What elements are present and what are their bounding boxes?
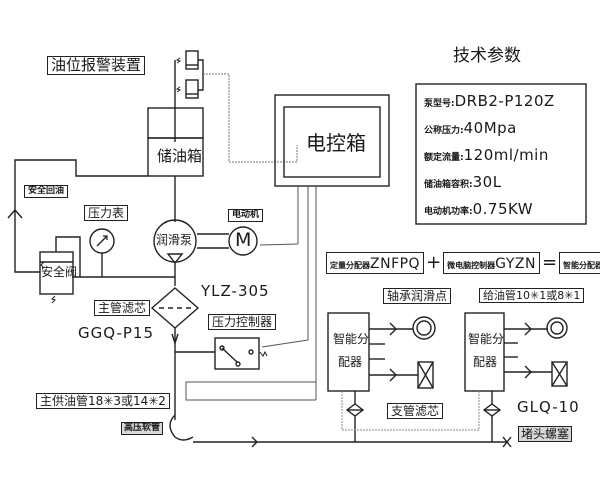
param-row-motor-power: 电动机功率:0.75KW — [424, 201, 533, 217]
safety-return-label: 安全回油 — [24, 185, 69, 198]
param-value: 0.75KW — [472, 200, 534, 218]
smart-distributor-1-label-line1: 智能分 — [333, 332, 370, 346]
quantitative-distributor-box: 定量分配器ZNFPQ — [326, 252, 425, 274]
smart-distributor-2-label-line2: 配器 — [473, 355, 498, 369]
pressure-gauge-label: 压力表 — [84, 205, 129, 221]
pressure-controller-label: 压力控制器 — [208, 314, 277, 330]
smart-distributor-2-label-line1: 智能分 — [468, 332, 505, 346]
control-box-inner — [283, 106, 381, 178]
reservoir-label: 储油箱 — [157, 147, 203, 165]
bearing-point-2-outer — [546, 317, 568, 339]
param-row-reservoir-volume: 储油箱容积:30L — [424, 174, 502, 190]
pump-model-label: YLZ-305 — [201, 282, 270, 300]
smart-distributor-result-box: 智能分配器 — [559, 252, 600, 274]
param-key: 泵型号: — [424, 99, 455, 109]
param-key: 储油箱容积: — [424, 180, 473, 190]
param-value: 40Mpa — [463, 119, 517, 137]
param-row-nominal-pressure: 公称压力:40Mpa — [424, 120, 517, 136]
oil-level-alarm-label: 油位报警装置 — [47, 56, 146, 75]
motor-label: 电动机 — [228, 209, 264, 222]
main-filter-model-label: GGQ-P15 — [78, 324, 155, 342]
smart-distributor-2-box — [464, 312, 505, 392]
param-value: 30L — [472, 173, 502, 191]
control-box-label: 电控箱 — [306, 131, 366, 155]
tech-params-box — [415, 83, 587, 225]
equals-sign: = — [541, 252, 558, 273]
micro-controller-box: 微电脑控制器GYZN — [443, 252, 540, 274]
control-box-outer — [274, 94, 390, 187]
param-key: 电动机功率: — [424, 207, 473, 217]
main-filter-label: 主管滤芯 — [94, 300, 151, 316]
param-key: 公称压力: — [424, 126, 464, 136]
bearing-points-label: 轴承润滑点 — [383, 288, 452, 304]
param-value: 120ml/min — [463, 146, 549, 164]
plug-point-2 — [551, 361, 568, 387]
param-row-rated-flow: 额定流量:120ml/min — [424, 147, 549, 163]
motor-circle — [228, 226, 258, 256]
smart-distributor-1-box — [327, 312, 370, 392]
feed-pipe-label: 给油管10✳1或8✳1 — [479, 288, 585, 303]
pump-label: 润滑泵 — [156, 233, 193, 247]
distributor-equation: 定量分配器ZNFPQ+微电脑控制器GYZN=智能分配器 — [326, 252, 600, 274]
plug-point-1 — [417, 361, 434, 389]
pressure-controller-box — [214, 337, 260, 370]
param-key: 额定流量: — [424, 153, 464, 163]
param-row-pump-model: 泵型号:DRB2-P120Z — [424, 93, 555, 109]
high-pressure-hose-label: 高压软管 — [121, 422, 164, 435]
smart-distributor-1-label-line2: 配器 — [338, 355, 363, 369]
level-switch-upper — [185, 50, 199, 70]
tech-params-title: 技术参数 — [453, 46, 521, 66]
branch-filter-label: 支管滤芯 — [387, 403, 444, 419]
main-filter-diamond — [150, 287, 200, 329]
plug-label: 堵头螺塞 — [518, 426, 573, 442]
branch-filter-model-label: GLQ-10 — [517, 398, 580, 416]
bearing-point-1-outer — [412, 316, 436, 340]
plus-sign: + — [426, 252, 442, 273]
safety-valve-label: 安全阀 — [41, 265, 78, 279]
motor-symbol: M — [235, 229, 252, 251]
main-supply-pipe-label: 主供油管18✳3或14✳2 — [36, 393, 170, 409]
param-value: DRB2-P120Z — [454, 92, 555, 110]
level-switch-lower — [185, 79, 199, 99]
